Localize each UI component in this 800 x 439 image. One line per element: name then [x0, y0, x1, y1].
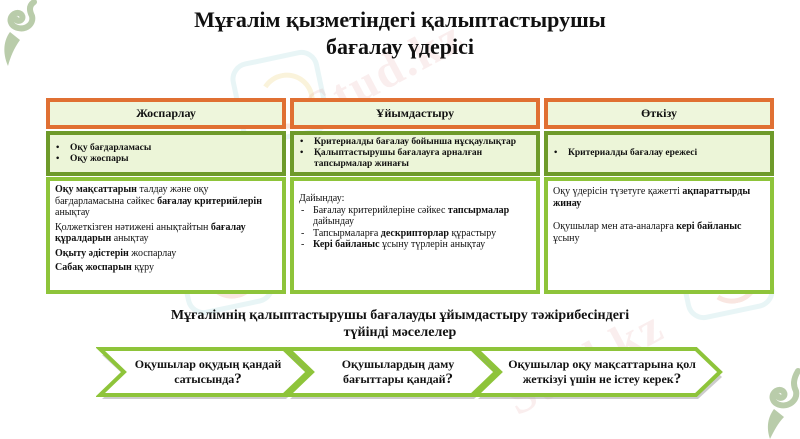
page-title: Мұғалім қызметіндегі қалыптастырушы баға…: [140, 6, 660, 60]
column-organizing: Ұйымдастыру Критериалды бағалау бойынша …: [290, 98, 540, 294]
resources-box: Критериалды бағалау бойынша нұсқаулықтар…: [290, 131, 540, 176]
column-planning: Жоспарлау Оқу бағдарламасы Оқу жоспары О…: [46, 98, 286, 294]
activity-item: Сабақ жоспарын құру: [55, 262, 155, 273]
resource-item: Оқу жоспары: [56, 154, 151, 165]
section-subtitle-line2: түйінді мәселелер: [343, 325, 457, 340]
activity-item: Оқыту әдістерін жоспарлау: [55, 247, 177, 259]
resources-box: Критериалды бағалау ережесі: [544, 131, 774, 176]
resources-box: Оқу бағдарламасы Оқу жоспары: [46, 131, 286, 176]
resource-item: Критериалды бағалау ережесі: [554, 148, 697, 159]
activity-item: Оқу мақсаттарын талдау және оқу бағдарла…: [55, 184, 262, 218]
column-header: Өткізу: [544, 98, 774, 129]
resource-item: Оқу бағдарламасы: [56, 143, 151, 154]
activities-box: Дайындау: Бағалау критерийлеріне сәйкес …: [290, 177, 540, 294]
corner-ornament-top-left: [0, 0, 42, 70]
activities-box: Оқу үдерісін түзетуге қажетті ақпараттыр…: [544, 177, 774, 294]
activities-box: Оқу мақсаттарын талдау және оқу бағдарла…: [46, 177, 286, 294]
activity-item: Тапсырмаларға дескрипторлар құрастыру: [299, 228, 531, 240]
page-title-line1: Мұғалім қызметіндегі қалыптастырушы: [194, 7, 606, 32]
column-header: Ұйымдастыру: [290, 98, 540, 129]
resource-item: Қалыптастырушы бағалауға арналған тапсыр…: [300, 148, 536, 170]
activity-item: Кері байланыс ұсыну түрлерін анықтау: [299, 239, 531, 251]
activities-intro: Дайындау:: [299, 193, 345, 204]
activity-item: Оқушылар мен ата-аналарға кері байланыс …: [553, 221, 742, 244]
activity-item: Қолжеткізген нәтижені анықтайтын бағалау…: [55, 221, 246, 245]
corner-ornament-bottom-right: [760, 367, 800, 439]
column-header: Жоспарлау: [46, 98, 286, 129]
section-subtitle-line1: Мұғалімнің қалыптастырушы бағалауды ұйым…: [170, 308, 630, 323]
column-conducting: Өткізу Критериалды бағалау ережесі Оқу ү…: [544, 98, 774, 294]
activity-item: Бағалау критерийлеріне сәйкес тапсырмала…: [299, 205, 531, 228]
activity-item: Оқу үдерісін түзетуге қажетті ақпараттыр…: [553, 186, 751, 209]
page-title-line2: бағалау үдерісі: [325, 34, 475, 59]
section-subtitle: Мұғалімнің қалыптастырушы бағалауды ұйым…: [110, 307, 690, 341]
resource-item: Критериалды бағалау бойынша нұсқаулықтар: [300, 137, 536, 148]
